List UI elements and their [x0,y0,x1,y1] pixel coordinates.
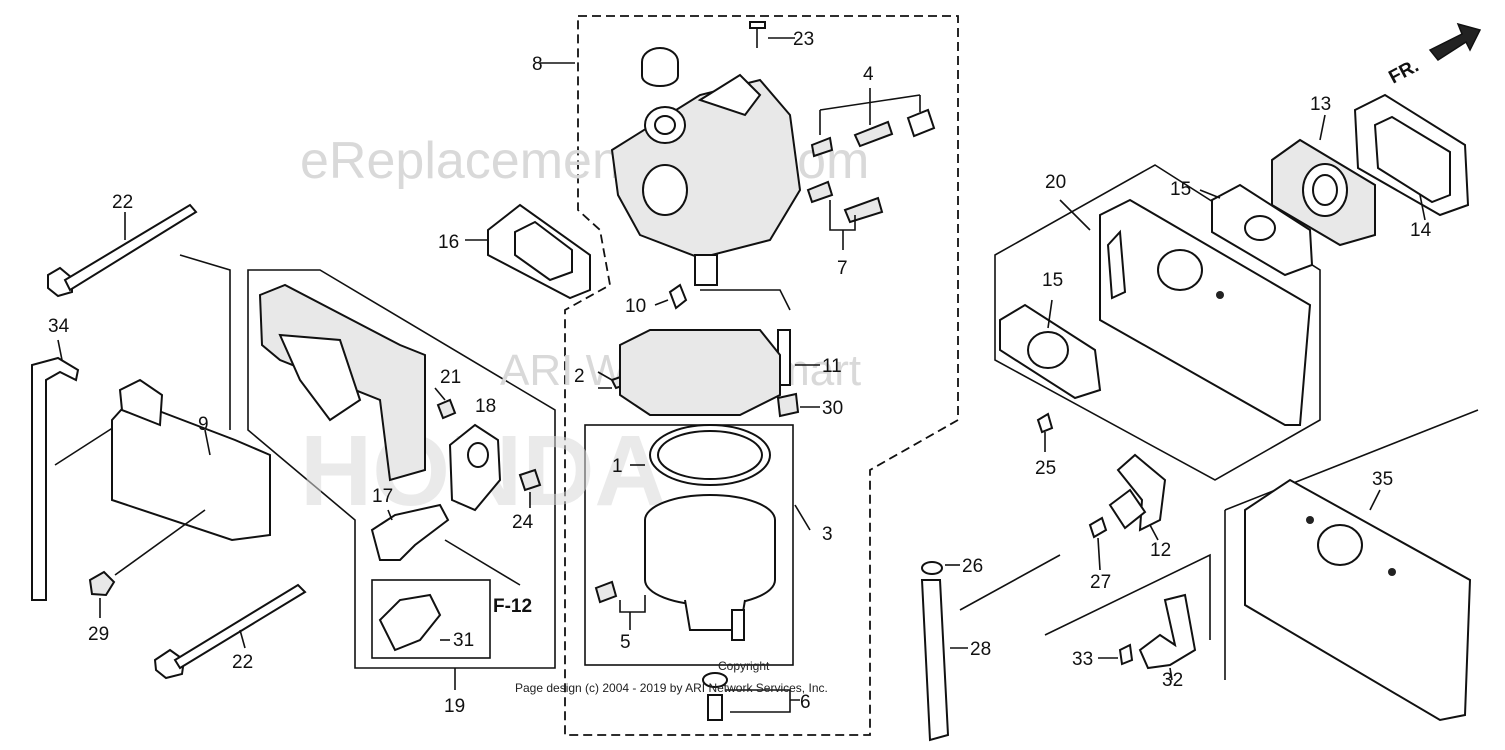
fr-label: FR. [1385,56,1422,89]
callout-5: 5 [620,632,631,653]
breather-tube [1036,412,1167,571]
elbow-tube [1098,593,1197,681]
callout-14: 14 [1410,220,1432,241]
copyright-word: Copyright [718,659,770,673]
callout-17: 17 [372,486,393,507]
callout-10: 10 [625,296,646,317]
carburetor-body [540,21,802,311]
callout-34: 34 [48,316,70,337]
callout-12: 12 [1150,540,1171,561]
callout-21: 21 [440,367,461,388]
copyright-line: Page design (c) 2004 - 2019 by ARI Netwo… [515,681,828,695]
callout-31: 31 [453,630,474,651]
callout-29: 29 [88,624,109,645]
callout-9: 9 [198,414,209,435]
screws-4-7 [806,88,936,250]
callout-8: 8 [532,54,543,75]
callout-3: 3 [822,524,833,545]
heat-shield-35 [1244,478,1472,722]
reference-f12: F-12 [493,596,532,617]
callouts: 8 23 4 7 16 10 11 2 30 1 3 5 6 13 14 15 … [48,29,1432,717]
callout-33: 33 [1072,649,1093,670]
callout-26: 26 [962,556,983,577]
callout-23: 23 [793,29,814,50]
callout-20: 20 [1045,172,1066,193]
callout-11: 11 [822,356,842,377]
callout-13: 13 [1310,94,1331,115]
callout-15a: 15 [1170,179,1191,200]
gasket-16 [465,203,591,300]
callout-35: 35 [1372,469,1393,490]
callout-4: 4 [863,64,874,85]
float-bowl [594,329,811,721]
callout-1: 1 [612,456,623,477]
callout-28: 28 [970,639,991,660]
callout-32: 32 [1162,670,1183,691]
callout-19: 19 [444,696,465,717]
front-direction-arrow [1428,22,1482,61]
callout-2: 2 [574,366,585,387]
callout-18: 18 [475,396,496,417]
callout-30: 30 [822,398,843,419]
callout-16: 16 [438,232,459,253]
choke-parts [258,283,542,690]
drain-tube [920,561,968,742]
callout-6: 6 [800,692,811,713]
callout-27: 27 [1090,572,1111,593]
callout-22b: 22 [232,652,253,673]
insulator-gaskets [999,93,1470,426]
callout-15b: 15 [1042,270,1063,291]
callout-25: 25 [1035,458,1056,479]
callout-22a: 22 [112,192,133,213]
callout-24: 24 [512,512,534,533]
callout-7: 7 [837,258,848,279]
left-parts [31,203,307,680]
